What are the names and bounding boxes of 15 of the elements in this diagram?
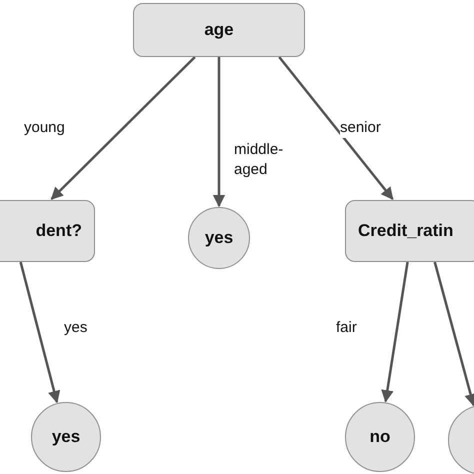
arrow (278, 56, 394, 200)
decision-box (345, 200, 474, 262)
node-label: yes (204, 228, 234, 248)
arrow (381, 262, 409, 403)
arrow (50, 56, 196, 200)
arrow (19, 262, 60, 404)
node-label: age (204, 20, 234, 40)
node-label: dent? (36, 221, 82, 241)
node-label: Credit_ratin (358, 221, 454, 241)
decision-box (133, 3, 305, 57)
edge-label: senior (340, 118, 381, 138)
arrow (212, 57, 226, 208)
arrow (434, 262, 474, 406)
node-label: yes (52, 427, 80, 447)
node-label: no (370, 427, 390, 447)
